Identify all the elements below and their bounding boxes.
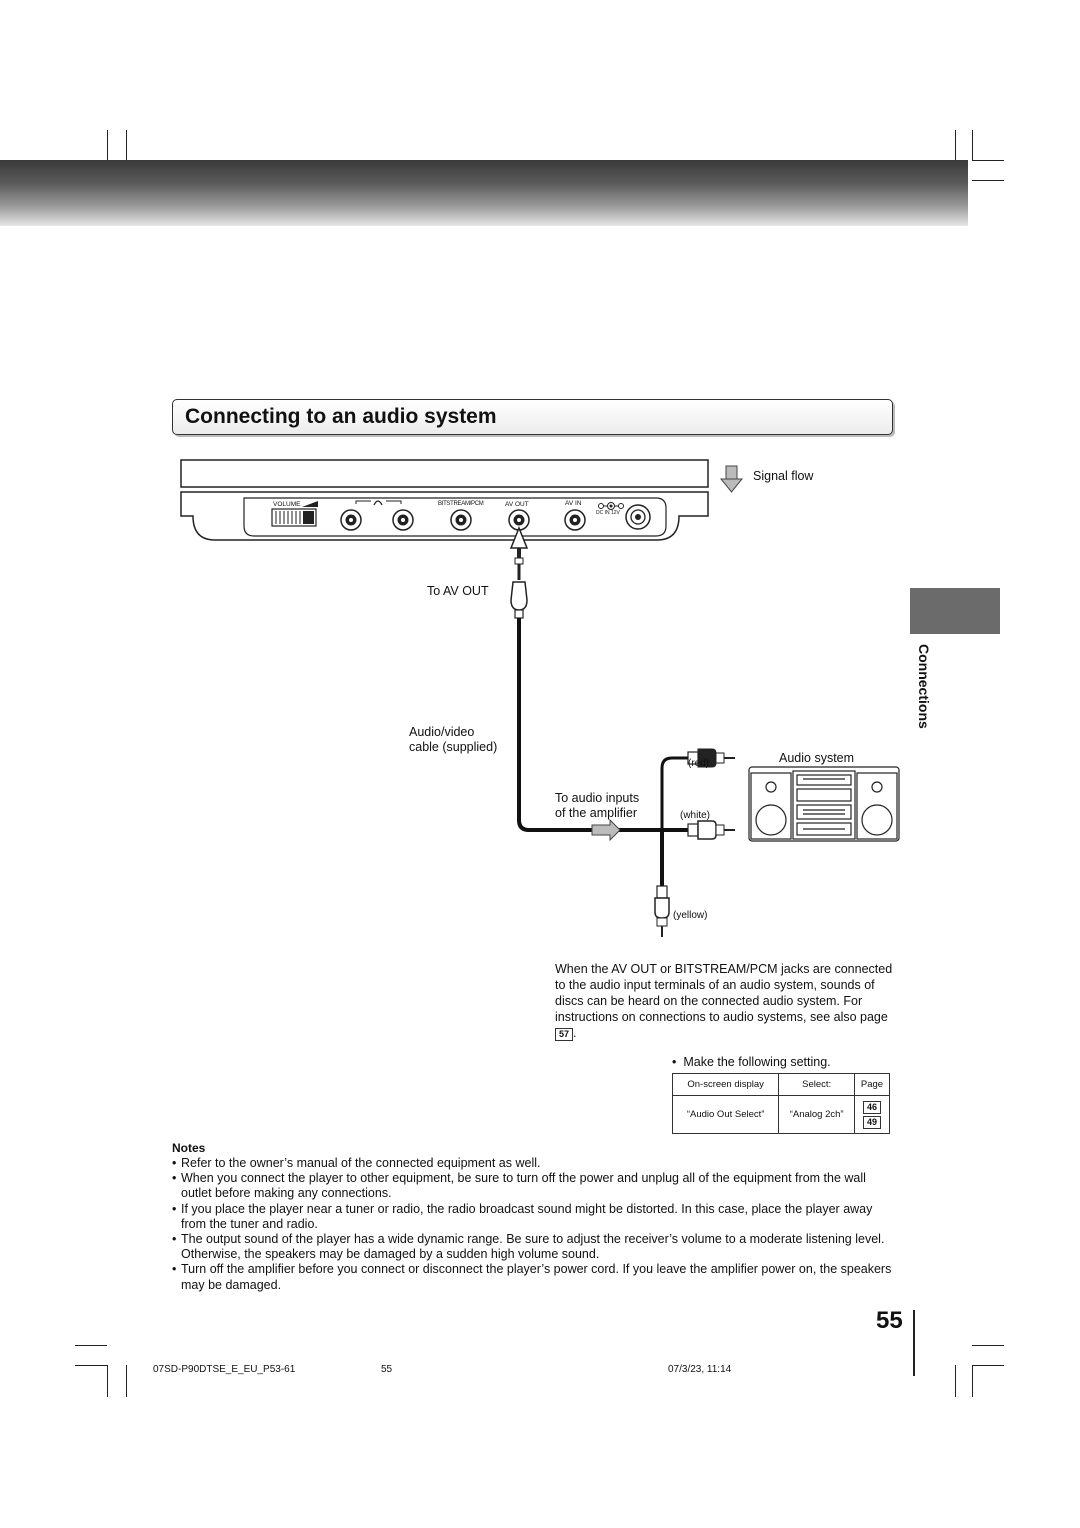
table-header-cell: On-screen display [671, 1073, 780, 1096]
crop-mark [955, 130, 956, 160]
description-text: When the AV OUT or BITSTREAM/PCM jacks a… [555, 962, 893, 1024]
table-header-cell: Select: [778, 1073, 856, 1096]
note-item: Turn off the amplifier before you connec… [172, 1262, 892, 1292]
crop-mark [972, 1345, 1004, 1346]
to-av-out-label: To AV OUT [427, 584, 489, 598]
page-number: 55 [876, 1307, 903, 1334]
crop-mark [972, 130, 973, 160]
jack-panel [243, 497, 667, 537]
av-in-label: AV IN [565, 500, 582, 507]
crop-mark [107, 1365, 108, 1397]
flow-arrow-icon [591, 818, 621, 842]
page-reference: 46 [863, 1100, 882, 1114]
rca-plug-red [687, 748, 735, 768]
av-out-label: AV OUT [505, 501, 529, 508]
rca-plug-white [687, 820, 735, 840]
rca-plug-yellow [654, 885, 670, 937]
settings-table: On-screen display Select: Page “Audio Ou… [671, 1073, 890, 1134]
signal-flow-label: Signal flow [753, 469, 814, 483]
crop-mark [955, 1365, 956, 1397]
table-row: “Audio Out Select” “Analog 2ch” 46 49 [671, 1095, 890, 1134]
note-item: The output sound of the player has a wid… [172, 1232, 892, 1262]
red-plug-label: (red) [688, 758, 710, 769]
setting-instruction: • Make the following setting. [672, 1055, 831, 1070]
volume-label: VOLUME [273, 501, 301, 508]
side-tab [910, 588, 1000, 634]
crop-mark [107, 130, 108, 160]
table-cell-pages: 46 49 [854, 1095, 890, 1134]
section-title: Connecting to an audio system [185, 405, 497, 428]
table-cell-select: “Analog 2ch” [778, 1095, 856, 1134]
player-top [180, 459, 709, 488]
page-reference: 49 [863, 1115, 882, 1129]
cable-label-line2: cable (supplied) [409, 740, 498, 754]
dc-in-label: DC IN 12V [596, 510, 620, 516]
footer-timestamp: 07/3/23, 11:14 [668, 1364, 732, 1375]
crop-mark [126, 1365, 127, 1397]
table-header-row: On-screen display Select: Page [671, 1073, 890, 1096]
cable-label-line1: Audio/video [409, 725, 475, 739]
table-cell-display: “Audio Out Select” [671, 1095, 780, 1134]
note-item: If you place the player near a tuner or … [172, 1202, 892, 1232]
white-plug-label: (white) [680, 810, 711, 821]
audio-inputs-label-line2: of the amplifier [555, 806, 637, 820]
notes-title: Notes [172, 1141, 206, 1155]
note-item: When you connect the player to other equ… [172, 1171, 892, 1201]
headphone-icon [355, 500, 402, 506]
audio-system-label: Audio system [779, 751, 855, 765]
crop-mark [126, 130, 127, 160]
note-item: Refer to the owner’s manual of the conne… [172, 1156, 892, 1171]
audio-inputs-label-line1: To audio inputs [555, 791, 640, 805]
notes-list: Refer to the owner’s manual of the conne… [172, 1156, 892, 1293]
section-header: Connecting to an audio system [172, 399, 893, 435]
audio-system-illustration [748, 766, 900, 842]
description-end: . [573, 1026, 577, 1040]
header-band [0, 160, 968, 226]
crop-mark [972, 1365, 1004, 1366]
crop-mark [75, 1365, 107, 1366]
yellow-plug-label: (yellow) [673, 910, 708, 921]
crop-mark [75, 1345, 107, 1346]
crop-mark [972, 160, 1004, 161]
signal-flow-arrow-icon [719, 465, 744, 493]
crop-mark [972, 180, 1004, 181]
table-header-cell: Page [854, 1073, 890, 1096]
footer-page: 55 [381, 1364, 393, 1375]
page-number-rule [913, 1310, 915, 1376]
bullet-icon: • [672, 1055, 684, 1069]
page-reference: 57 [555, 1028, 574, 1041]
description-paragraph: When the AV OUT or BITSTREAM/PCM jacks a… [555, 961, 893, 1042]
crop-mark [972, 1365, 973, 1397]
dc-polarity-icon [598, 502, 624, 510]
setting-instruction-text: Make the following setting. [683, 1055, 831, 1069]
footer-file: 07SD-P90DTSE_E_EU_P53-61 [153, 1364, 296, 1375]
bitstream-label: BITSTREAM/PCM [438, 501, 484, 507]
